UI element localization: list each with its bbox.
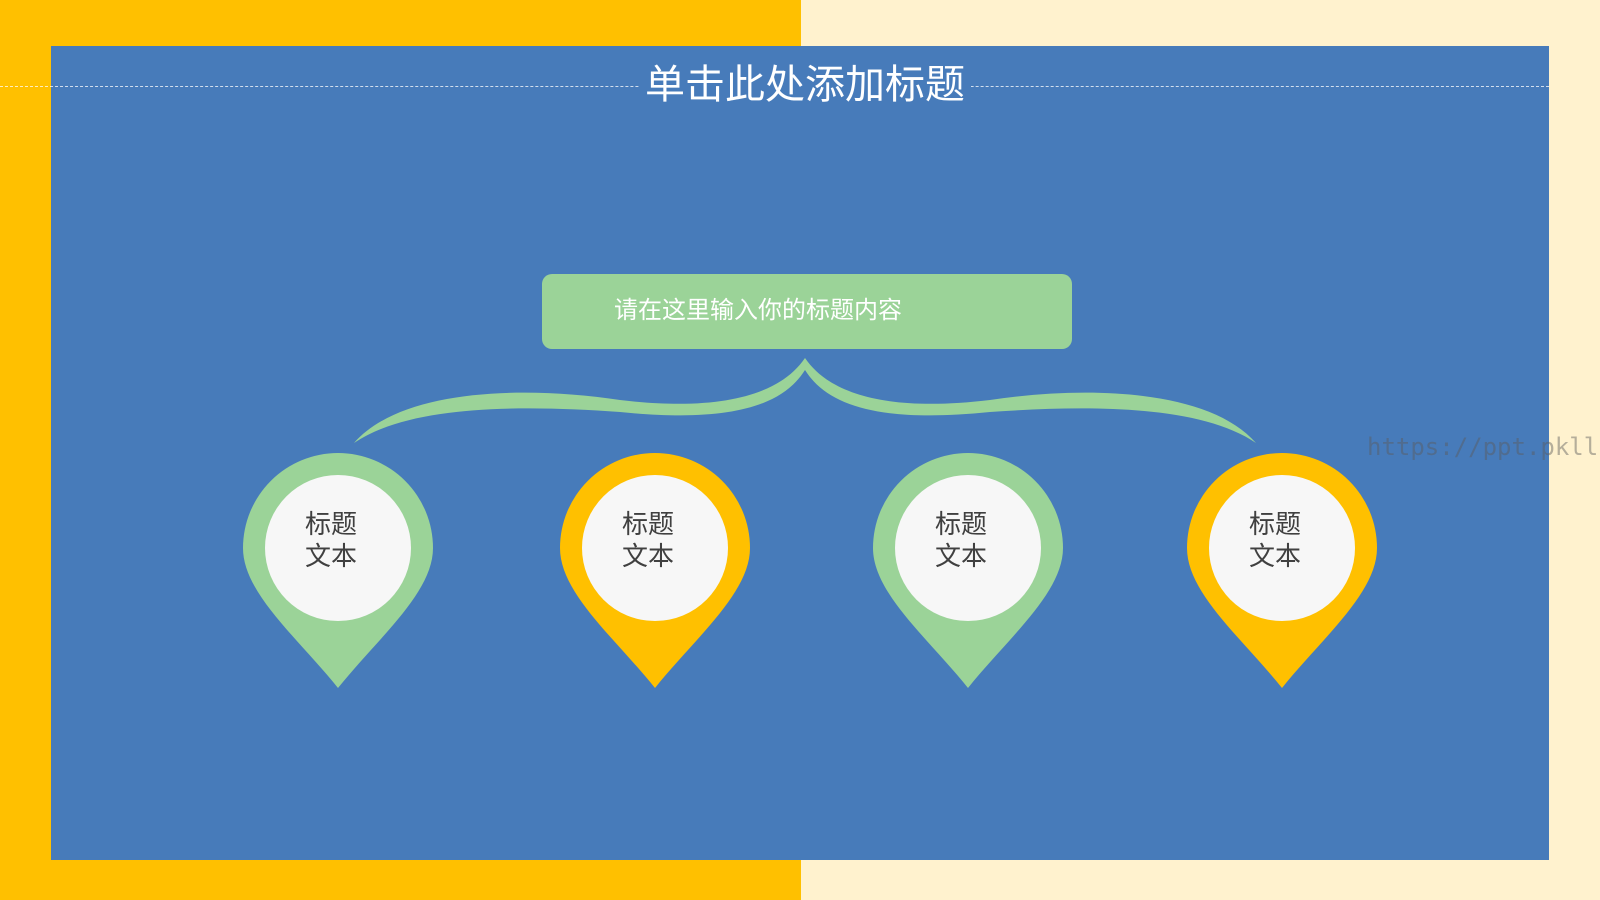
pin-label-line2[interactable]: 文本 bbox=[304, 542, 357, 572]
pin-inner-circle bbox=[1209, 475, 1355, 621]
slide-title-text[interactable]: 单击此处添加标题 bbox=[639, 62, 971, 108]
slide-panel bbox=[51, 46, 1549, 860]
pin-inner-circle bbox=[582, 475, 728, 621]
pin-label-line2[interactable]: 文本 bbox=[621, 542, 674, 572]
watermark: https://ppt.pkll.de bbox=[1367, 433, 1600, 461]
pin-label[interactable]: 标题文本 bbox=[271, 509, 391, 573]
header-box[interactable]: 请在这里输入你的标题内容 bbox=[542, 274, 1072, 349]
pin-inner-circle bbox=[265, 475, 411, 621]
pin-label[interactable]: 标题文本 bbox=[901, 509, 1021, 573]
pin-inner-circle bbox=[895, 475, 1041, 621]
pin-label-line1[interactable]: 标题 bbox=[1248, 510, 1301, 540]
pin-label-line1[interactable]: 标题 bbox=[621, 510, 674, 540]
pin-label-line2[interactable]: 文本 bbox=[1248, 542, 1301, 572]
slide-title[interactable]: 单击此处添加标题 bbox=[0, 60, 1600, 110]
header-box-text[interactable]: 请在这里输入你的标题内容 bbox=[614, 296, 902, 324]
pin-label-line1[interactable]: 标题 bbox=[304, 510, 357, 540]
pin-label-line1[interactable]: 标题 bbox=[934, 510, 987, 540]
brace-connector bbox=[354, 358, 1256, 443]
pin-label[interactable]: 标题文本 bbox=[1215, 509, 1335, 573]
pin-label[interactable]: 标题文本 bbox=[588, 509, 708, 573]
pin-label-line2[interactable]: 文本 bbox=[934, 542, 987, 572]
